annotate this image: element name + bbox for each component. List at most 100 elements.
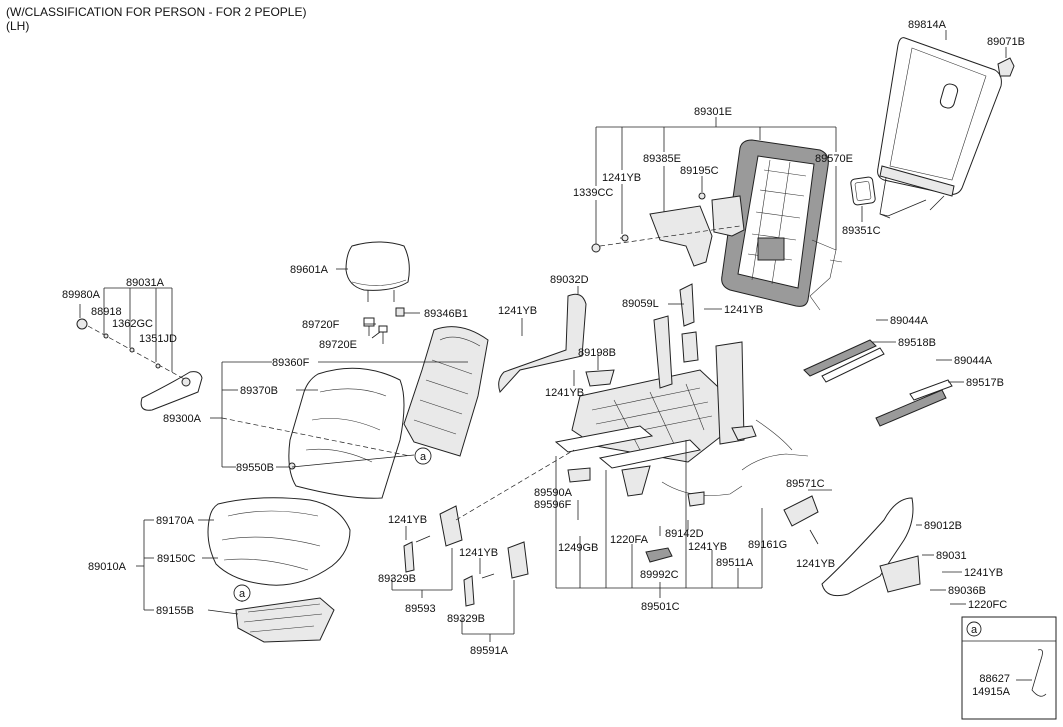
label-89150c: 89150C: [157, 553, 196, 565]
detail-inset-a: a 88627 14915A: [961, 616, 1057, 720]
seat-frame-track-shape: [554, 315, 745, 497]
seat-pad-89155b-shape: [235, 597, 335, 643]
armrest-hardware-shape: [87, 325, 187, 381]
nut-1339cc-shape: [591, 243, 601, 253]
clip-89195c-shape: [698, 192, 706, 200]
label-89351c: 89351C: [842, 225, 881, 237]
switch-89571c-shape: [783, 495, 819, 527]
label-1220fc: 1220FC: [968, 599, 1007, 611]
bracket-89059l-shape: [679, 283, 695, 327]
label-89593: 89593: [405, 603, 436, 615]
side-trim-89591a-shape: [463, 541, 529, 607]
rail-trim-89518b-shape: [803, 339, 885, 383]
seatback-pad-shape: [403, 326, 489, 457]
guide-89720-shape: [363, 307, 405, 344]
seat-cushion-shape: [207, 497, 351, 586]
label-1362gc: 1362GC: [112, 318, 153, 330]
leader-89301e: [595, 117, 837, 250]
label-89980a: 89980A: [62, 289, 101, 301]
label-89329b-1: 89329B: [378, 573, 416, 585]
label-89518b: 89518B: [898, 337, 936, 349]
hook-clip-icon: [1031, 649, 1047, 697]
callout-a-cushion: a: [233, 584, 251, 602]
callout-a-label-1: a: [420, 451, 427, 463]
label-1241yb-recliner: 1241YB: [498, 305, 537, 317]
label-89346b1: 89346B1: [424, 308, 468, 320]
label-1241yb-bracket: 1241YB: [724, 304, 763, 316]
label-89012b: 89012B: [924, 520, 962, 532]
armrest-shape: [140, 371, 203, 411]
label-89601a: 89601A: [290, 264, 329, 276]
label-89170a: 89170A: [156, 515, 195, 527]
label-89596f: 89596F: [534, 499, 572, 511]
part-labels: 89814A 89071B 89301E 89385E 89195C 89570…: [62, 19, 1025, 657]
label-89300a: 89300A: [163, 413, 202, 425]
bracket-89198b-shape: [585, 369, 615, 387]
label-89142d: 89142D: [665, 528, 704, 540]
label-89517b: 89517B: [966, 377, 1004, 389]
label-89591a: 89591A: [470, 645, 509, 657]
seatback-frame-shape: [649, 139, 843, 311]
headrest-shape: [345, 241, 410, 302]
label-1339cc: 1339CC: [573, 187, 613, 199]
label-89031: 89031: [936, 550, 967, 562]
label-1241yb-switch: 1241YB: [796, 558, 835, 570]
label-89370b: 89370B: [240, 385, 278, 397]
inset-code-2: 14915A: [972, 686, 1011, 698]
inset-code-1: 88627: [979, 673, 1010, 685]
label-89198b: 89198B: [578, 347, 616, 359]
label-1241yb-trim2: 1241YB: [459, 547, 498, 559]
label-1351jd: 1351JD: [139, 333, 177, 345]
rail-trim-89517b-shape: [875, 379, 953, 427]
label-89570e: 89570E: [815, 153, 853, 165]
label-89360f: 89360F: [272, 357, 310, 369]
label-89511a: 89511A: [716, 557, 754, 569]
label-89161g: 89161G: [748, 539, 787, 551]
label-88918: 88918: [91, 306, 122, 318]
callout-a-label-2: a: [239, 588, 246, 600]
label-89571c: 89571C: [786, 478, 825, 490]
label-89590a: 89590A: [534, 487, 573, 499]
recliner-bracket-89032d-shape: [498, 293, 587, 393]
label-89059l: 89059L: [622, 298, 659, 310]
label-89032d: 89032D: [550, 274, 589, 286]
clip-89071b-shape: [997, 57, 1015, 77]
cap-89980a-shape: [76, 318, 88, 330]
label-89720f: 89720F: [302, 319, 340, 331]
sensor-89992c-shape: [645, 547, 673, 563]
label-89385e: 89385E: [643, 153, 681, 165]
label-1249gb: 1249GB: [558, 542, 598, 554]
label-89031a: 89031A: [126, 277, 165, 289]
side-shield-89012b-shape: [821, 497, 921, 597]
label-1241yb-lower: 1241YB: [545, 387, 584, 399]
label-89036b: 89036B: [948, 585, 986, 597]
side-trim-89593-shape: [403, 505, 463, 573]
label-1241yb-trim1: 1241YB: [388, 514, 427, 526]
label-1241yb-frame-lower: 1241YB: [688, 541, 727, 553]
label-89814a: 89814A: [908, 19, 947, 31]
seatback-board-shape: [877, 37, 1002, 219]
label-1220fa: 1220FA: [610, 534, 649, 546]
ring-89351c-shape: [850, 176, 876, 206]
wiring-harness-shape: [567, 419, 809, 507]
label-89550b: 89550B: [236, 462, 274, 474]
label-1241yb-shield: 1241YB: [964, 567, 1003, 579]
label-89044a-lower: 89044A: [954, 355, 993, 367]
label-1241yb-frame: 1241YB: [602, 172, 641, 184]
label-89329b-2: 89329B: [447, 613, 485, 625]
callout-a-seatback: a: [414, 447, 432, 465]
label-89992c: 89992C: [640, 569, 679, 581]
diagram-title: (W/CLASSIFICATION FOR PERSON - FOR 2 PEO…: [6, 5, 306, 19]
leader-lines: [79, 30, 1007, 642]
label-89720e: 89720E: [319, 339, 357, 351]
label-89155b: 89155B: [156, 605, 194, 617]
label-89195c: 89195C: [680, 165, 719, 177]
label-89044a-upper: 89044A: [890, 315, 929, 327]
bolt-head-shape: [621, 234, 629, 242]
label-89301e: 89301E: [694, 106, 732, 118]
label-89501c: 89501C: [641, 601, 680, 613]
label-89010a: 89010A: [88, 561, 127, 573]
diagram-subtitle: (LH): [6, 19, 29, 33]
label-89071b: 89071B: [987, 36, 1025, 48]
